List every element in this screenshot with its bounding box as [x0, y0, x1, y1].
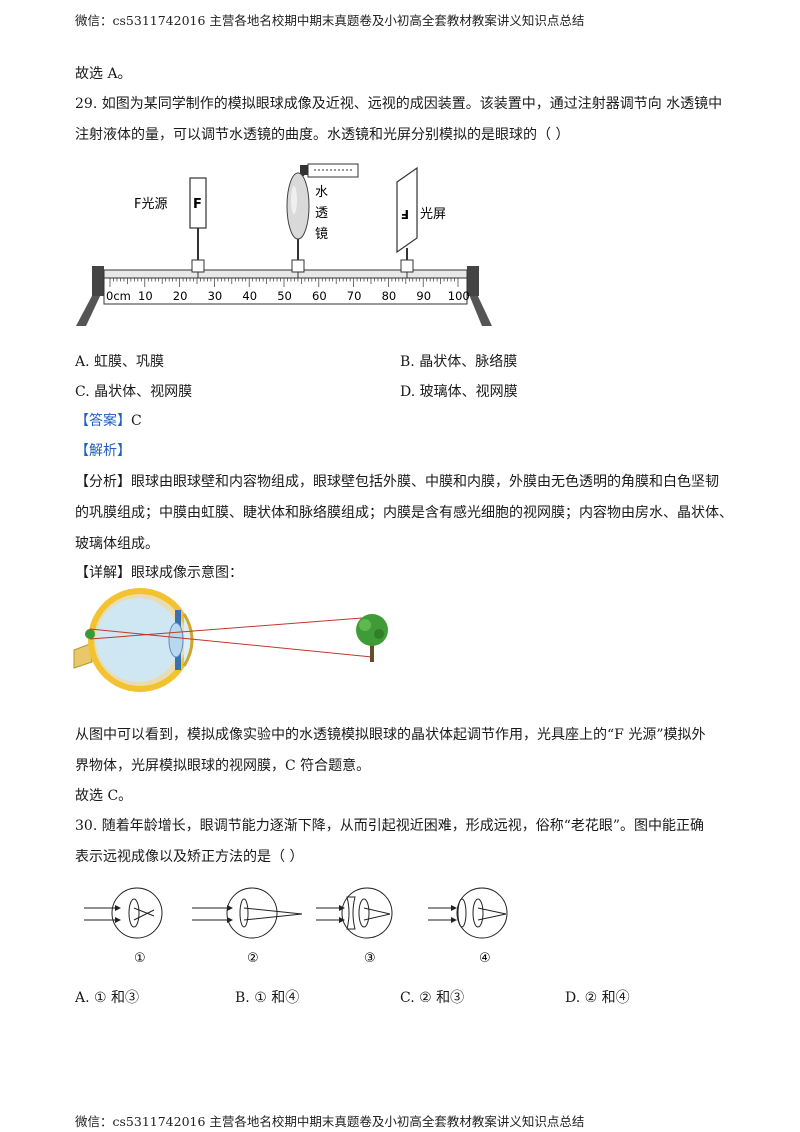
- eye-circle-4: [456, 887, 508, 939]
- q29-final-answer: 故选 C。: [75, 788, 133, 804]
- conclusion-line1: 从图中可以看到，模拟成像实验中的水透镜模拟眼球的晶状体起调节作用，光具座上的“F…: [75, 727, 706, 743]
- eye-circle-2: [226, 887, 278, 939]
- answer-tag: 【答案】: [75, 413, 131, 429]
- ruler-label: 70: [347, 289, 362, 303]
- q29-option-d: D. 玻璃体、视网膜: [400, 384, 518, 400]
- q29-option-b: B. 晶状体、脉络膜: [400, 354, 518, 370]
- lens-label-char1: 水: [315, 185, 328, 200]
- fenxi-line2: 的巩膜组成；中膜由虹膜、睫状体和脉络膜组成；内膜是含有感光细胞的视网膜；内容物由…: [75, 505, 733, 521]
- ruler-label: 30: [208, 289, 223, 303]
- lens-2: [239, 898, 249, 928]
- fenxi-text1: 眼球由眼球壁和内容物组成，眼球壁包括外膜、中膜和内膜，外膜由无色透明的角膜和白色…: [131, 474, 719, 490]
- tree-trunk: [370, 640, 374, 662]
- fenxi-tag: 【分析】: [75, 474, 131, 490]
- screen-label: 光屏: [420, 207, 446, 222]
- q30-option-b: B. ① 和④: [235, 990, 300, 1006]
- cornea: [182, 613, 194, 667]
- lens-1: [128, 898, 140, 928]
- light-ray-bottom: [89, 617, 363, 640]
- light-source-label: F光源: [134, 197, 167, 212]
- q30-diagrams: ① ② ③ ④: [84, 887, 508, 966]
- q30-option-c: C. ② 和③: [400, 990, 465, 1006]
- previous-answer: 故选 A。: [75, 66, 132, 82]
- answer-value: C: [131, 413, 142, 429]
- diagram-label-3: ③: [364, 951, 376, 966]
- q30-option-a: A. ① 和③: [75, 990, 140, 1006]
- convex-lens-4: [457, 898, 467, 928]
- light-source-letter: F: [193, 197, 202, 212]
- ruler-label: 0cm: [106, 289, 131, 303]
- optic-nerve: [73, 643, 93, 669]
- syringe-tip: [300, 165, 308, 175]
- diagram-4: ④: [428, 887, 508, 966]
- q30-stem-line1: 30. 随着年龄增长，眼调节能力逐渐下降，从而引起视近困难，形成远视，俗称“老花…: [75, 818, 705, 834]
- bench-ruler: [103, 277, 468, 305]
- lens-4: [472, 898, 484, 928]
- eyeball-vitreous: [96, 598, 180, 682]
- diagram-3: ③: [316, 887, 393, 966]
- diagram-1: ①: [84, 887, 163, 966]
- lens-label-char2: 透: [315, 206, 328, 221]
- ruler-label: 60: [312, 289, 327, 303]
- bench-left-end: [92, 266, 104, 296]
- q29-stem-line1: 29. 如图为某同学制作的模拟眼球成像及近视、远视的成因装置。该装置中，通过注射…: [75, 96, 723, 112]
- detail-tag: 【详解】: [75, 565, 131, 581]
- diagram-label-2: ②: [247, 951, 259, 966]
- lens-3: [358, 898, 370, 928]
- ruler-label: 20: [173, 289, 188, 303]
- concave-lens-3: [346, 896, 356, 930]
- ruler-ticks: [109, 278, 459, 287]
- bench-right-end: [467, 266, 479, 296]
- q29-option-c: C. 晶状体、视网膜: [75, 384, 193, 400]
- q29-stem-line2: 注射液体的量，可以调节水透镜的曲度。水透镜和光屏分别模拟的是眼球的（ ）: [75, 127, 570, 143]
- tree-crown: [356, 614, 388, 646]
- bench-left-leg: [76, 292, 102, 326]
- diagram-2: ②: [192, 887, 303, 966]
- lens-label-char3: 镜: [315, 227, 328, 242]
- screen-board: [396, 166, 418, 254]
- retina-image: [85, 629, 95, 639]
- detail-text: 眼球成像示意图：: [131, 565, 243, 581]
- q30-stem-line2: 表示远视成像以及矫正方法的是（ ）: [75, 849, 304, 865]
- ruler-label: 100: [448, 289, 470, 303]
- light-ray-top: [89, 628, 373, 658]
- eye-circle-1: [111, 887, 163, 939]
- q30-option-d: D. ② 和④: [565, 990, 630, 1006]
- water-lens: [286, 172, 310, 240]
- ruler-labels: 0cm 10 20 30 40 50 60 70 80 90 100: [106, 289, 470, 303]
- ruler-label: 50: [277, 289, 292, 303]
- q29-option-a: A. 虹膜、巩膜: [75, 354, 165, 370]
- ruler-label: 80: [382, 289, 397, 303]
- light-source-holder: [191, 259, 205, 273]
- page-footer: 微信：cs5311742016 主营各地名校期中期末真题卷及小初高全套教材教案讲…: [75, 1114, 585, 1129]
- q29-answer: 【答案】C: [75, 411, 142, 431]
- ruler-label: 40: [242, 289, 257, 303]
- analysis-tag: 【解析】: [75, 443, 131, 459]
- screen-holder: [400, 259, 414, 273]
- page-header: 微信：cs5311742016 主营各地名校期中期末真题卷及小初高全套教材教案讲…: [75, 13, 585, 28]
- crystalline-lens: [168, 622, 184, 658]
- eye-imaging-diagram: [73, 588, 388, 692]
- lens-holder: [291, 259, 305, 273]
- ruler-label: 10: [138, 289, 153, 303]
- conclusion-line2: 界物体，光屏模拟眼球的视网膜，C 符合题意。: [75, 758, 371, 774]
- diagram-label-1: ①: [134, 951, 146, 966]
- eye-circle-3: [341, 887, 393, 939]
- diagram-label-4: ④: [479, 951, 491, 966]
- detail-line: 【详解】眼球成像示意图：: [75, 563, 243, 583]
- screen-letter: F: [401, 207, 409, 221]
- fenxi-line3: 玻璃体组成。: [75, 536, 159, 552]
- fenxi-line1: 【分析】眼球由眼球壁和内容物组成，眼球壁包括外膜、中膜和内膜，外膜由无色透明的角…: [75, 472, 719, 492]
- iris-bottom: [175, 646, 181, 670]
- bench-right-leg: [468, 292, 492, 326]
- ruler-label: 90: [416, 289, 431, 303]
- optical-bench-figure: 0cm 10 20 30 40 50 60 70 80 90 100 F F光源 水 透 镜 F 光…: [76, 163, 492, 326]
- iris-top: [175, 610, 181, 634]
